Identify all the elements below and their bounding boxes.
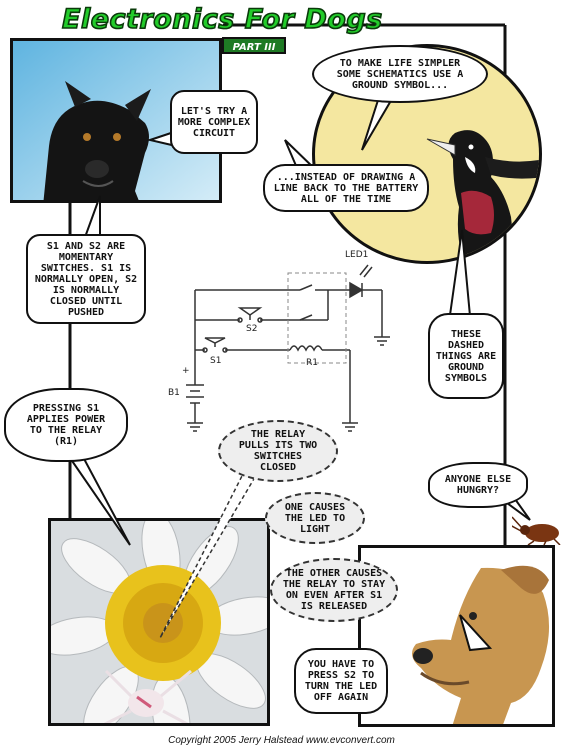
burst-bubble-hungry: ANYONE ELSE HUNGRY? (428, 462, 528, 508)
speech-bubble-ground-symbols: THESE DASHED THINGS ARE GROUND SYMBOLS (428, 313, 504, 399)
copyright-text: Copyright 2005 Jerry Halstead www.evconv… (168, 735, 395, 746)
s1-label: S1 (210, 356, 221, 366)
speech-bubble-press-s2: YOU HAVE TO PRESS S2 TO TURN THE LED OFF… (294, 648, 388, 714)
thought-bubble-relay-pulls: THE RELAY PULLS ITS TWO SWITCHES CLOSED (218, 420, 338, 482)
b1-label: B1 (168, 388, 180, 398)
daisy-spider-image (51, 521, 267, 723)
speech-bubble-switches: S1 AND S2 ARE MOMENTARY SWITCHES. S1 IS … (26, 234, 146, 324)
bird-image (426, 130, 539, 261)
s2-label: S2 (246, 324, 257, 334)
black-dog-image (13, 41, 219, 200)
thought-bubble-other-causes: THE OTHER CAUSES THE RELAY TO STAY ON EV… (270, 558, 398, 622)
daisy-panel (48, 518, 270, 726)
part-label: PART III (222, 37, 286, 54)
speech-bubble-ground-intro: TO MAKE LIFE SIMPLER SOME SCHEMATICS USE… (312, 45, 488, 103)
schematic-diagram: LED1 S2 S1 R1 B1 + (168, 250, 390, 432)
speech-bubble-instead: ...INSTEAD OF DRAWING A LINE BACK TO THE… (263, 164, 429, 212)
plus-label: + (182, 366, 190, 376)
black-dog-panel (10, 38, 222, 203)
speech-bubble-lets-try: LET'S TRY A MORE COMPLEX CIRCUIT (170, 90, 258, 154)
comic-title: Electronics For Dogs (61, 3, 383, 36)
led-label: LED1 (345, 250, 368, 260)
thought-bubble-one-causes: ONE CAUSES THE LED TO LIGHT (265, 492, 365, 544)
cockroach-image (512, 516, 561, 545)
burst-bubble-pressing-s1: PRESSING S1 APPLIES POWER TO THE RELAY (… (4, 388, 128, 462)
r1-label: R1 (306, 358, 318, 368)
